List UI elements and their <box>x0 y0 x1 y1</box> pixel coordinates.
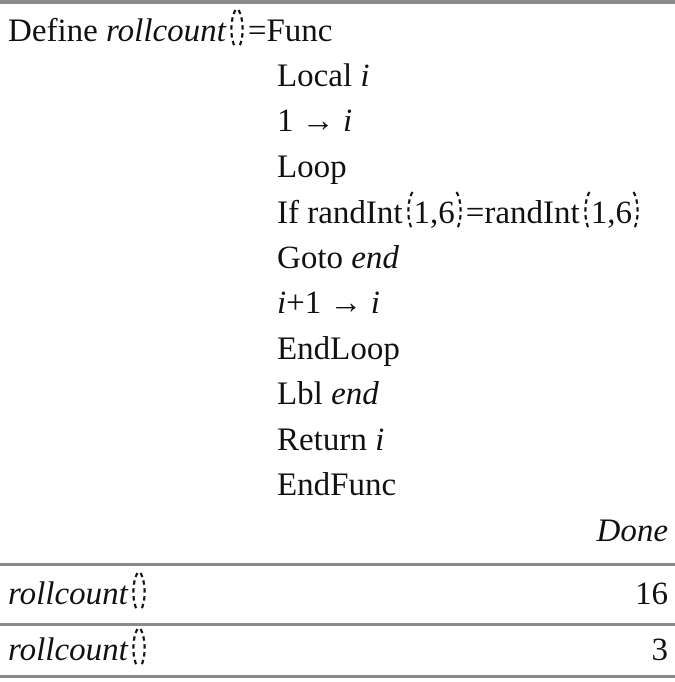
history-entry-call-2[interactable]: rollcount 3 <box>0 626 675 675</box>
equals-func-keyword: =Func <box>247 13 333 49</box>
code-line-if: If randInt 1,6 =randInt 1,6 <box>277 190 668 236</box>
close-paren-icon <box>237 8 244 50</box>
code-line-endloop: EndLoop <box>277 327 668 373</box>
if-randint-keyword: If randInt <box>277 195 403 231</box>
variable-i: i <box>375 421 385 458</box>
randint-args: 1,6 <box>590 195 632 231</box>
variable-i: i <box>277 285 287 321</box>
code-line-goto: Goto end <box>277 236 668 282</box>
endfunc-keyword: EndFunc <box>277 467 397 503</box>
expression: rollcount <box>8 566 150 623</box>
history-entry-definition[interactable]: Define rollcount =Func Local i 1 → i Loop… <box>0 4 675 563</box>
code-line-increment: i+1 → i <box>277 281 668 327</box>
result-done: Done <box>8 509 668 555</box>
done-label: Done <box>596 512 668 549</box>
expression: rollcount <box>8 626 150 675</box>
lbl-keyword: Lbl <box>277 376 332 412</box>
close-paren-icon <box>632 190 639 232</box>
variable-i: i <box>370 285 380 321</box>
open-paren-icon <box>132 627 139 669</box>
define-keyword: Define <box>8 13 107 49</box>
function-name: rollcount <box>8 632 128 668</box>
equals-randint-keyword: =randInt <box>465 195 580 231</box>
code-line-lbl: Lbl end <box>277 372 668 418</box>
variable-i: i <box>343 103 353 139</box>
increment-arrow: +1 → <box>286 285 371 321</box>
open-paren-icon <box>132 571 139 613</box>
goto-keyword: Goto <box>277 239 352 276</box>
label-end: end <box>331 376 379 412</box>
local-keyword: Local <box>277 57 361 94</box>
code-line-endfunc: EndFunc <box>277 463 668 509</box>
code-line-assign: 1 → i <box>277 99 668 145</box>
open-paren-icon <box>406 190 414 232</box>
label-end: end <box>351 239 399 276</box>
close-paren-icon <box>139 627 146 669</box>
open-paren-icon <box>583 190 591 232</box>
assign-value-arrow: 1 → <box>277 103 343 139</box>
code-line-loop: Loop <box>277 145 668 191</box>
result-value: 16 <box>635 576 668 612</box>
code-line-return: Return i <box>277 418 668 464</box>
loop-keyword: Loop <box>277 148 347 185</box>
close-paren-icon <box>139 571 146 613</box>
randint-args: 1,6 <box>413 195 455 231</box>
history-entry-call-1[interactable]: rollcount 16 <box>0 566 675 623</box>
function-name: rollcount <box>8 576 128 612</box>
result-value: 3 <box>651 632 669 668</box>
endloop-keyword: EndLoop <box>277 330 400 367</box>
entry-divider <box>0 563 675 566</box>
open-paren-icon <box>230 8 237 50</box>
return-keyword: Return <box>277 421 376 458</box>
close-paren-icon <box>455 190 462 232</box>
code-line-define: Define rollcount =Func <box>8 8 668 54</box>
function-name: rollcount <box>106 13 226 49</box>
variable-i: i <box>360 57 370 94</box>
code-line-local: Local i <box>277 54 668 100</box>
entry-divider <box>0 675 675 678</box>
entry-divider <box>0 623 675 626</box>
